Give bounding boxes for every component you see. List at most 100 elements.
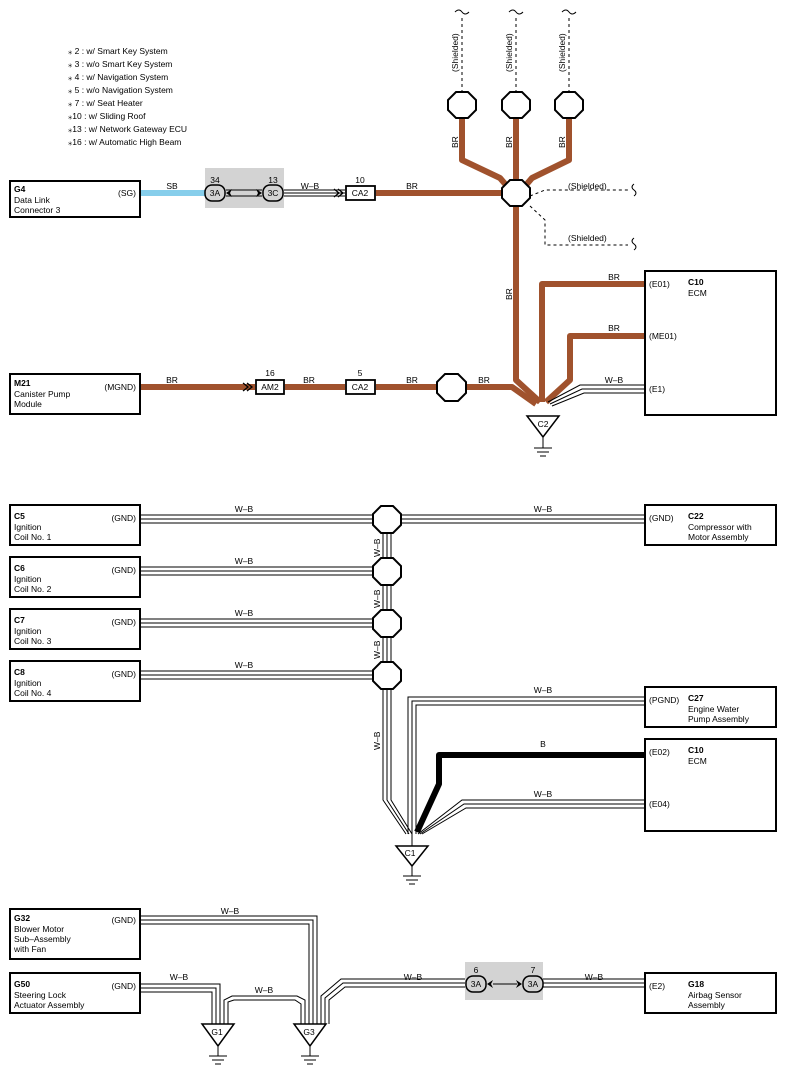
component-c7: C7 Ignition Coil No. 3 (GND) — [9, 608, 141, 650]
connector-3a-bottom-left: 3A 6 — [465, 965, 487, 993]
g18-pin: (E2) — [649, 981, 665, 991]
c10b-pin-e04: (E04) — [649, 799, 670, 809]
label-wb-v4: W–B — [372, 731, 382, 750]
g50-name-1: Steering Lock — [14, 990, 67, 1000]
connector-ca2-mid-id: CA2 — [352, 382, 369, 392]
arrow-right-icon — [516, 980, 522, 988]
component-c6: C6 Ignition Coil No. 2 (GND) — [9, 556, 141, 598]
label-br-8: BR — [166, 375, 178, 385]
shielded-label-3: (Shielded) — [557, 33, 567, 72]
note-16: ⁎16 : w/ Automatic High Beam — [68, 137, 181, 147]
label-wb-g18: W–B — [585, 972, 604, 982]
c7-name-1: Ignition — [14, 626, 42, 636]
junction-c8 — [372, 661, 402, 690]
g18-code: G18 — [688, 979, 704, 989]
label-wb-c27: W–B — [534, 685, 553, 695]
label-br-7: BR — [608, 323, 620, 333]
connector-3a-br-pin: 7 — [531, 965, 536, 975]
c10b-code: C10 — [688, 745, 704, 755]
c27-code: C27 — [688, 693, 704, 703]
g32-name-1: Blower Motor — [14, 924, 64, 934]
label-br-10: BR — [406, 375, 418, 385]
wire-break-marks — [454, 9, 637, 251]
connector-am2-pin: 16 — [265, 368, 275, 378]
component-c27: C27 Engine Water Pump Assembly (PGND) — [644, 686, 777, 728]
component-c5: C5 Ignition Coil No. 1 (GND) — [9, 504, 141, 546]
junction-1 — [447, 91, 477, 119]
g4-name-2: Connector 3 — [14, 205, 61, 215]
note-2: ⁎ 2 : w/ Smart Key System — [68, 46, 168, 56]
label-br-5: BR — [504, 288, 514, 300]
c5-name-2: Coil No. 1 — [14, 532, 52, 542]
component-g4: G4 Data Link Connector 3 (SG) — [9, 180, 141, 218]
wb-wire-e1 — [547, 384, 644, 407]
label-wb-v1: W–B — [372, 538, 382, 557]
connector-3a-br-id: 3A — [528, 979, 539, 989]
ground-c1-label: C1 — [405, 848, 416, 858]
c7-pin: (GND) — [111, 617, 136, 627]
wb-wires-section3 — [140, 915, 645, 1024]
label-wb-c5: W–B — [235, 504, 254, 514]
label-wb-top: W–B — [301, 181, 320, 191]
g18-name-2: Assembly — [688, 1000, 726, 1010]
note-10: ⁎10 : w/ Sliding Roof — [68, 111, 146, 121]
label-wb-v2: W–B — [372, 589, 382, 608]
c10a-pin-e1: (E1) — [649, 384, 665, 394]
shielded-label-1: (Shielded) — [450, 33, 460, 72]
c22-name-2: Motor Assembly — [688, 532, 749, 542]
ca2-top-arrows — [333, 188, 345, 198]
connector-3a-bottom-right: 3A 7 — [522, 965, 544, 993]
label-wb-e04: W–B — [534, 789, 553, 799]
connector-3c-top: 3C 13 — [262, 175, 284, 202]
connector-3a-bl-id: 3A — [471, 979, 482, 989]
c7-name-2: Coil No. 3 — [14, 636, 52, 646]
b-wire — [414, 752, 645, 834]
connector-am2: AM2 16 — [255, 368, 285, 395]
label-wb-3a: W–B — [404, 972, 423, 982]
label-br-4: BR — [557, 136, 567, 148]
g32-code: G32 — [14, 913, 30, 923]
label-wb-g32: W–B — [221, 906, 240, 916]
c8-code: C8 — [14, 667, 25, 677]
c27-pin: (PGND) — [649, 695, 679, 705]
ground-g1: G1 — [200, 1023, 236, 1065]
connector-3a-pin: 34 — [210, 175, 220, 185]
c22-code: C22 — [688, 511, 704, 521]
label-br-3: BR — [504, 136, 514, 148]
m21-pin: (MGND) — [104, 382, 136, 392]
junction-c5 — [372, 505, 402, 534]
label-wb-c6: W–B — [235, 556, 254, 566]
am2-arrows — [242, 382, 254, 392]
c10a-name: ECM — [688, 288, 707, 298]
note-7: ⁎ 7 : w/ Seat Heater — [68, 98, 143, 108]
br-wires — [140, 116, 644, 407]
connector-am2-id: AM2 — [261, 382, 279, 392]
arrow-right-icon — [256, 189, 262, 197]
component-c8: C8 Ignition Coil No. 4 (GND) — [9, 660, 141, 702]
shielded-label-5: (Shielded) — [568, 233, 607, 243]
c22-pin: (GND) — [649, 513, 674, 523]
legend-notes: ⁎ 2 : w/ Smart Key System ⁎ 3 : w/o Smar… — [68, 46, 187, 147]
note-3: ⁎ 3 : w/o Smart Key System — [68, 59, 172, 69]
connector-3c-pin: 13 — [268, 175, 278, 185]
connector-ca2-top-id: CA2 — [352, 188, 369, 198]
connector-3a-top: 3A 34 — [204, 175, 226, 202]
component-c22: C22 Compressor with Motor Assembly (GND) — [644, 504, 777, 546]
g50-code: G50 — [14, 979, 30, 989]
m21-name-2: Module — [14, 399, 42, 409]
component-g18: G18 Airbag Sensor Assembly (E2) — [644, 972, 777, 1014]
c5-pin: (GND) — [111, 513, 136, 523]
component-c10-bottom: C10 ECM (E02) (E04) — [644, 738, 777, 832]
shielded-label-4: (Shielded) — [568, 181, 607, 191]
label-br-1: BR — [406, 181, 418, 191]
c5-code: C5 — [14, 511, 25, 521]
component-g50: G50 Steering Lock Actuator Assembly (GND… — [9, 972, 141, 1014]
label-wb-e1: W–B — [605, 375, 624, 385]
label-sb: SB — [166, 181, 178, 191]
label-b: B — [540, 739, 546, 749]
connector-ca2-mid-pin: 5 — [358, 368, 363, 378]
g4-code: G4 — [14, 184, 26, 194]
c8-name-2: Coil No. 4 — [14, 688, 52, 698]
ground-c1: C1 — [394, 845, 430, 885]
